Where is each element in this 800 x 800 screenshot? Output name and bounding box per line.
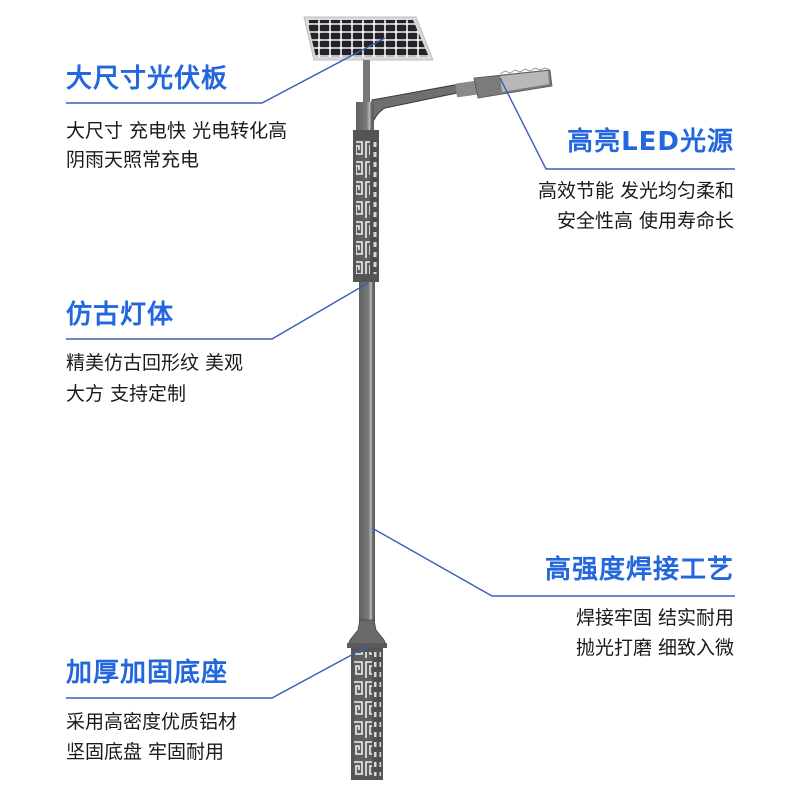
callout-title: 加厚加固底座 (66, 658, 229, 688)
callout-title: 高强度焊接工艺 (544, 555, 734, 585)
solar-panel-graphic (303, 16, 434, 61)
pole-shaft (359, 282, 375, 622)
leader-line-welding (371, 527, 735, 597)
leader-lines (66, 37, 735, 699)
leader-line-base (66, 644, 371, 699)
panel-post (363, 60, 370, 102)
callout-line: 高效节能 发光均匀柔和 (537, 180, 734, 202)
callout-title: 仿古灯体 (66, 300, 175, 330)
callout-line: 安全性高 使用寿命长 (556, 210, 734, 232)
leader-line-antique-body (66, 282, 369, 340)
led-lamp-head (455, 67, 553, 99)
callout-title: 大尺寸光伏板 (66, 64, 229, 94)
callout-title: 高亮LED光源 (567, 127, 734, 157)
callout-line: 精美仿古回形纹 美观 (66, 352, 244, 374)
callout-line: 阴雨天照常充电 (66, 149, 200, 171)
callout-line: 坚固底盘 牢固耐用 (66, 741, 225, 763)
callout-line: 焊接牢固 结实耐用 (575, 607, 734, 629)
decorative-base (347, 619, 387, 780)
lamp-arm (371, 83, 463, 121)
callout-line: 大尺寸 充电快 光电转化高 (66, 120, 288, 142)
leader-line-led-source (499, 77, 735, 170)
leader-line-solar-panel (66, 37, 386, 104)
callout-line: 抛光打磨 细致入微 (575, 637, 734, 659)
decorative-sleeve (353, 130, 379, 282)
callout-line: 大方 支持定制 (66, 383, 187, 405)
callout-line: 采用高密度优质铝材 (66, 711, 238, 733)
